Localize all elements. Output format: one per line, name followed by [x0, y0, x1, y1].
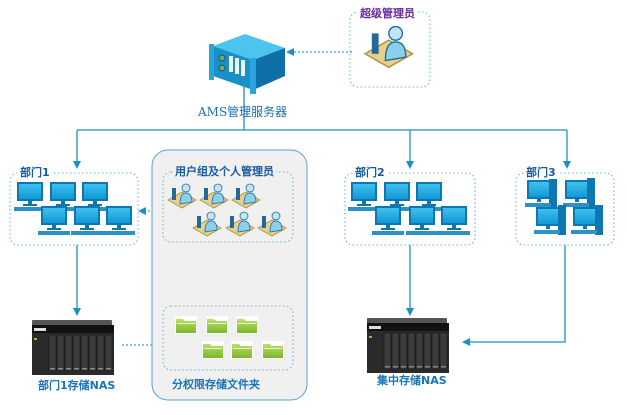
central-nas-label: 集中存储NAS	[377, 374, 447, 387]
admin-group-label: 用户组及个人管理员	[173, 165, 276, 178]
admin-workstation-icon	[364, 25, 414, 69]
connector-lines	[73, 85, 571, 346]
department-2-computers	[348, 182, 470, 235]
department-1-nas-label: 部门1存储NAS	[38, 379, 116, 392]
department-2-group	[344, 172, 476, 246]
admin-storage-panel	[151, 149, 308, 401]
department-1-group	[9, 172, 139, 246]
super-admin-label: 超级管理员	[358, 7, 417, 20]
central-nas-icon	[366, 317, 450, 374]
department-3-group	[515, 172, 615, 246]
department-1-computers	[14, 182, 135, 235]
department-1-label: 部门1	[18, 166, 52, 179]
department-2-label: 部门2	[353, 166, 387, 179]
folders-label: 分权限存储文件夹	[172, 378, 260, 391]
server-icon	[209, 34, 285, 94]
department-3-label: 部门3	[524, 166, 558, 179]
server-label: AMS管理服务器	[198, 105, 288, 119]
department-1-nas-icon	[31, 319, 115, 376]
department-3-computers	[525, 178, 603, 235]
folder-group-box	[162, 305, 294, 371]
